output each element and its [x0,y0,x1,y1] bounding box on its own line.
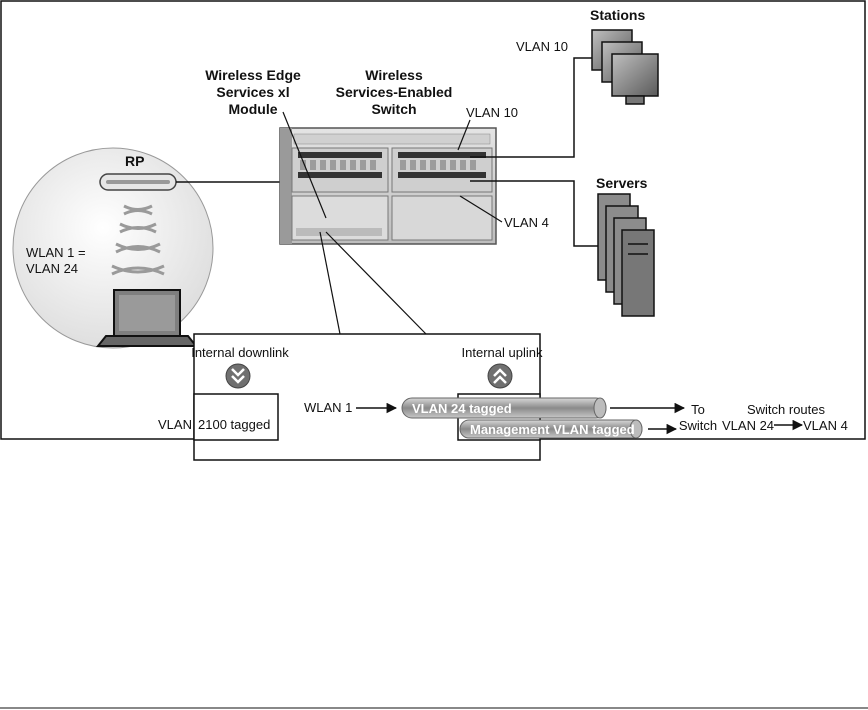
radio-wave-icon [111,204,165,276]
vlan2100-suffix-label: 2100 tagged [198,417,270,432]
station-icon [591,29,659,105]
downlink-box [193,393,279,441]
wlan1-vlan24-label-line1: WLAN 1 = [26,245,86,260]
switch-chassis-icon [279,127,497,245]
route-vlan24-label: VLAN 24 [722,418,774,433]
wireless-edge-label-line1: Wireless Edge [205,67,301,83]
vlan24-tagged-pipe [401,397,607,419]
servers-label: Servers [596,175,648,191]
switch-label-line1: Wireless [365,67,423,83]
vlan10-switch-label: VLAN 10 [466,105,518,120]
to-label: To [691,402,705,417]
module-pointer-line [282,111,327,219]
vlan4-pointer-line [459,195,503,223]
route-vlan4-label: VLAN 4 [803,418,848,433]
rp-access-point-icon [99,173,177,191]
switch-label-line2: Services-Enabled [336,84,453,100]
zoom-line-right [325,231,427,335]
switch-routes-label: Switch routes [747,402,826,417]
wireless-edge-label-line3: Module [229,101,278,117]
wireless-edge-label-line2: Services xl [216,84,289,100]
server-icon [597,193,655,317]
zoom-line-left [319,231,341,335]
vlan10-pointer-line [457,119,471,151]
vlan24-tagged-label: VLAN 24 tagged [412,401,512,416]
mgmt-vlan-tagged-label: Management VLAN tagged [470,422,635,437]
downlink-chevron-icon [225,363,251,389]
wlan1-label: WLAN 1 [304,400,352,415]
uplink-chevron-icon [487,363,513,389]
internal-uplink-label: Internal uplink [462,345,543,360]
mgmt-vlan-tagged-pipe [459,419,643,439]
vlan10-stations-label: VLAN 10 [516,39,568,54]
switch-label: Switch [679,418,717,433]
internal-downlink-label: Internal downlink [191,345,289,360]
rp-label: RP [125,153,144,169]
vlan4-label: VLAN 4 [504,215,549,230]
laptop-icon [95,289,199,347]
switch-label-line3: Switch [371,101,416,117]
wlan1-vlan24-label-line2: VLAN 24 [26,261,78,276]
switch-to-stations-link [470,57,592,158]
switch-to-servers-link [470,180,610,247]
stations-label: Stations [590,7,645,23]
vlan2100-prefix-label: VLAN [158,417,192,432]
